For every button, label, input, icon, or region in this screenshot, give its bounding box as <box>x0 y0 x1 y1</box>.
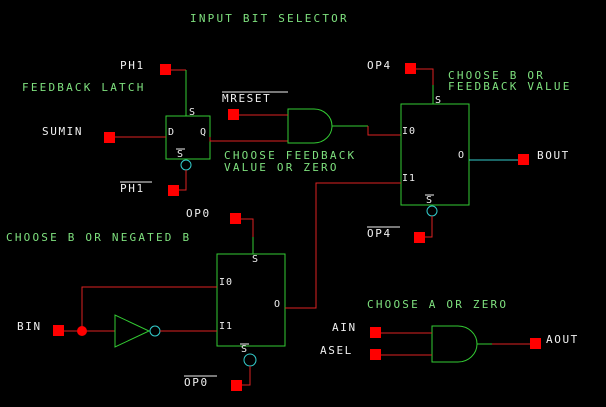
mux1-body <box>216 253 286 347</box>
ph1-label: PH1 <box>120 59 145 72</box>
op0-wire <box>241 218 254 237</box>
op4-bar-label: OP4 <box>367 227 392 240</box>
and-output-wire-b <box>367 126 401 136</box>
aout-pad[interactable] <box>530 338 541 349</box>
bout-pad[interactable] <box>518 154 529 165</box>
ain-pad[interactable] <box>370 327 381 338</box>
ph1-bar-label: PH1 <box>120 182 145 195</box>
op0-bar-pad[interactable] <box>231 380 242 391</box>
feedback-and-gate[interactable] <box>287 108 333 144</box>
mux1-pin-i0: I0 <box>219 277 233 288</box>
ain-label: AIN <box>332 321 357 334</box>
op4-bar-wire <box>425 216 433 238</box>
latch-pin-d: D <box>168 127 175 138</box>
mux1-pin-sbar: S <box>241 344 248 355</box>
ph1-bar-wire <box>179 170 187 191</box>
feedback-latch-annotation: FEEDBACK LATCH <box>22 81 146 94</box>
sumin-pad[interactable] <box>104 132 115 143</box>
latch-pin-sbar: S <box>177 149 184 160</box>
asel-pad[interactable] <box>370 349 381 360</box>
asel-label: ASEL <box>320 344 353 357</box>
bin-to-i0-wire <box>81 286 217 331</box>
choose-b-or-feedback-annotation-line1: CHOOSE B OR <box>448 69 545 82</box>
choose-a-or-zero-annotation: CHOOSE A OR ZERO <box>367 298 508 311</box>
mreset-bar-pad[interactable] <box>228 109 239 120</box>
op4-bar-pad[interactable] <box>414 232 425 243</box>
mreset-bar-label: MRESET <box>222 92 271 105</box>
mux1-to-mux2-wire <box>285 182 401 309</box>
feedback-latch[interactable]: S D Q S <box>165 107 211 171</box>
mux-choose-b-or-negated-b[interactable]: S I0 I1 O S <box>216 253 286 367</box>
bin-inverter[interactable] <box>114 314 151 348</box>
op4-label: OP4 <box>367 59 392 72</box>
op0-label: OP0 <box>186 207 211 220</box>
mux2-inverter-bubble <box>426 205 438 217</box>
mux2-pin-s: S <box>435 95 442 106</box>
diagram-title: INPUT BIT SELECTOR <box>190 12 349 25</box>
bin-junction-dot <box>77 326 87 336</box>
mux2-pin-sbar: S <box>426 195 433 206</box>
mux2-pin-i1: I1 <box>402 173 416 184</box>
bout-label: BOUT <box>537 149 570 162</box>
bin-label: BIN <box>17 320 42 333</box>
latch-pin-q: Q <box>200 127 207 138</box>
bin-pad[interactable] <box>53 325 64 336</box>
mux2-pin-i0: I0 <box>402 126 416 137</box>
sumin-label: SUMIN <box>42 125 83 138</box>
op4-wire <box>416 68 434 85</box>
mux1-pin-i1: I1 <box>219 321 233 332</box>
choose-b-or-negated-b-annotation: CHOOSE B OR NEGATED B <box>6 231 191 244</box>
choose-feedback-annotation-line2: VALUE OR ZERO <box>224 161 339 174</box>
mux1-pin-o: O <box>274 299 281 310</box>
op0-pad[interactable] <box>230 213 241 224</box>
mux1-inverter-bubble <box>243 353 257 367</box>
latch-q-wire <box>209 137 288 142</box>
choose-feedback-annotation-line1: CHOOSE FEEDBACK <box>224 149 356 162</box>
latch-inverter-bubble <box>180 159 192 171</box>
ph1-pad[interactable] <box>160 64 171 75</box>
mux1-pin-s: S <box>252 254 259 265</box>
op0-bar-label: OP0 <box>184 376 209 389</box>
op0-bar-wire <box>242 366 251 386</box>
mux-choose-b-or-feedback[interactable]: S I0 I1 O S <box>400 95 470 217</box>
mux2-pin-o: O <box>458 150 465 161</box>
latch-pin-s: S <box>189 107 196 118</box>
aout-label: AOUT <box>546 333 579 346</box>
ph1-bar-pad[interactable] <box>168 185 179 196</box>
op4-pad[interactable] <box>405 63 416 74</box>
mux2-body <box>400 103 470 206</box>
a-select-and-gate[interactable] <box>431 325 478 363</box>
choose-b-or-feedback-annotation-line2: FEEDBACK VALUE <box>448 80 572 93</box>
bin-inverter-bubble <box>149 325 161 337</box>
